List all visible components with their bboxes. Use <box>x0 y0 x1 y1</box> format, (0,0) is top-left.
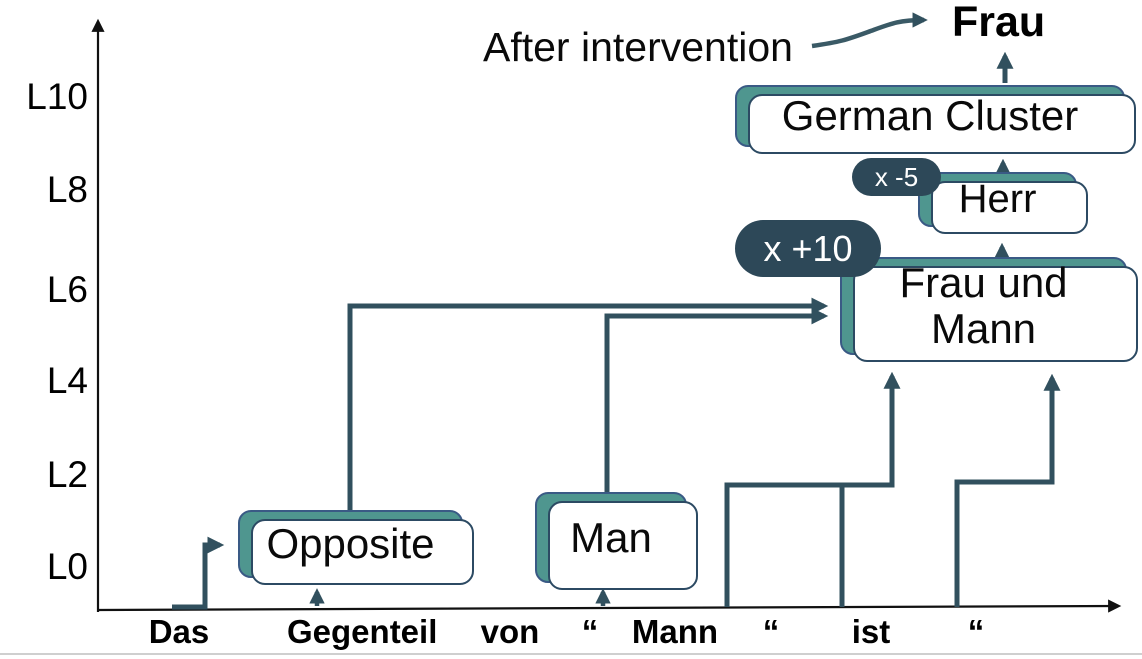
token-von: von <box>480 613 540 650</box>
layer-label-l10: L10 <box>26 76 88 117</box>
intervention-badge-suppress: x -5 <box>852 158 941 196</box>
token-quote-3: “ <box>967 613 985 650</box>
intervention-badge-suppress-label: x -5 <box>874 161 919 192</box>
token-quote-2: “ <box>762 613 780 650</box>
arrow-opposite-to-frau-und-mann <box>347 297 829 512</box>
layer-label-l2: L2 <box>46 454 88 495</box>
node-opposite: Opposite <box>238 510 474 585</box>
node-man-label: Man <box>570 513 652 561</box>
arrow-das-to-opposite <box>172 536 225 610</box>
node-man: Man <box>535 492 698 590</box>
node-german-cluster-label: German Cluster <box>781 92 1079 139</box>
node-german-cluster: German Cluster <box>735 85 1136 154</box>
arrow-quote-to-frau-und-mann-right <box>954 373 1061 607</box>
arrow-annotation-squiggle <box>811 12 928 49</box>
token-quote-1: “ <box>581 613 599 650</box>
result-token-frau: Frau <box>952 0 1046 46</box>
layer-label-l6: L6 <box>46 269 88 310</box>
node-frau-und-mann-label-line1: Frau und <box>899 259 1068 306</box>
intervention-badge-amplify-label: x +10 <box>763 227 853 269</box>
node-opposite-label: Opposite <box>266 520 435 567</box>
intervention-badge-amplify: x +10 <box>735 220 881 277</box>
token-das: Das <box>148 613 210 650</box>
token-mann: Mann <box>631 613 719 650</box>
node-herr-label: Herr <box>958 177 1037 221</box>
node-herr: Herr <box>918 172 1088 234</box>
token-ist: ist <box>851 613 891 650</box>
layer-label-l4: L4 <box>46 360 88 401</box>
node-frau-und-mann-label-line2: Mann <box>930 305 1037 352</box>
arrow-man-to-frau-und-mann <box>604 307 829 494</box>
layer-label-l8: L8 <box>46 169 88 210</box>
x-axis <box>96 599 1122 613</box>
slide-bottom-edge <box>0 653 1142 655</box>
arrow-quote-to-frau-und-mann-left <box>724 371 901 607</box>
after-intervention-label: After intervention <box>483 24 793 70</box>
node-frau-und-mann: Frau und Mann <box>840 257 1138 362</box>
token-gegenteil: Gegenteil <box>287 613 438 650</box>
layer-label-l0: L0 <box>46 546 88 587</box>
